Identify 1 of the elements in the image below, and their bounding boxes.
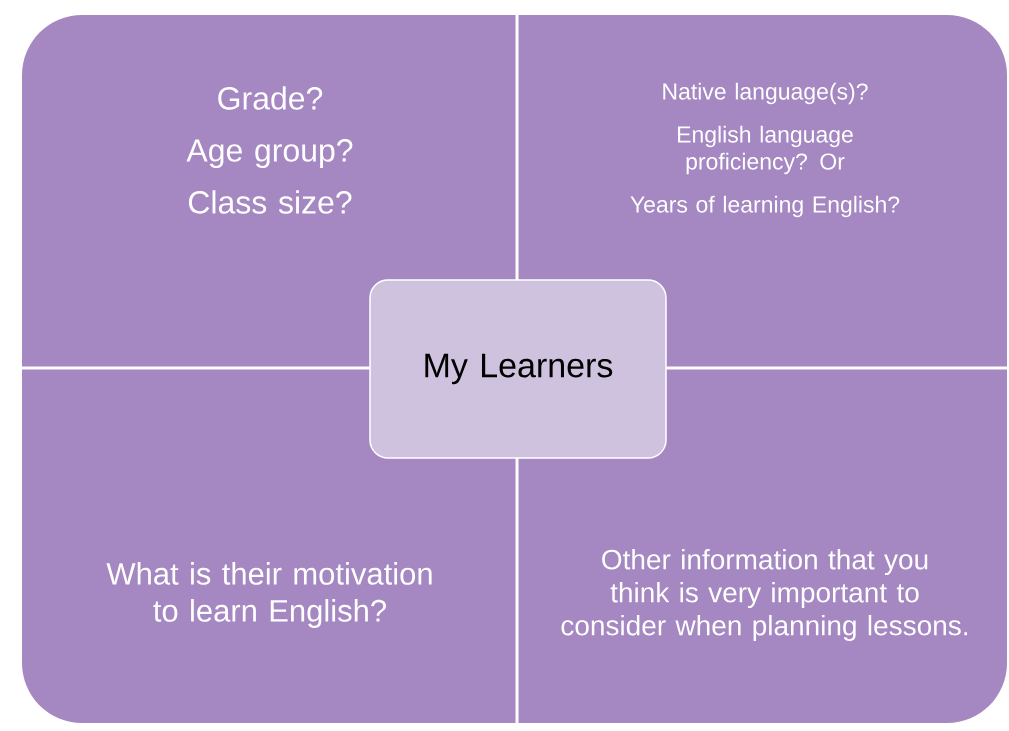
centre-box: My Learners <box>369 279 667 459</box>
